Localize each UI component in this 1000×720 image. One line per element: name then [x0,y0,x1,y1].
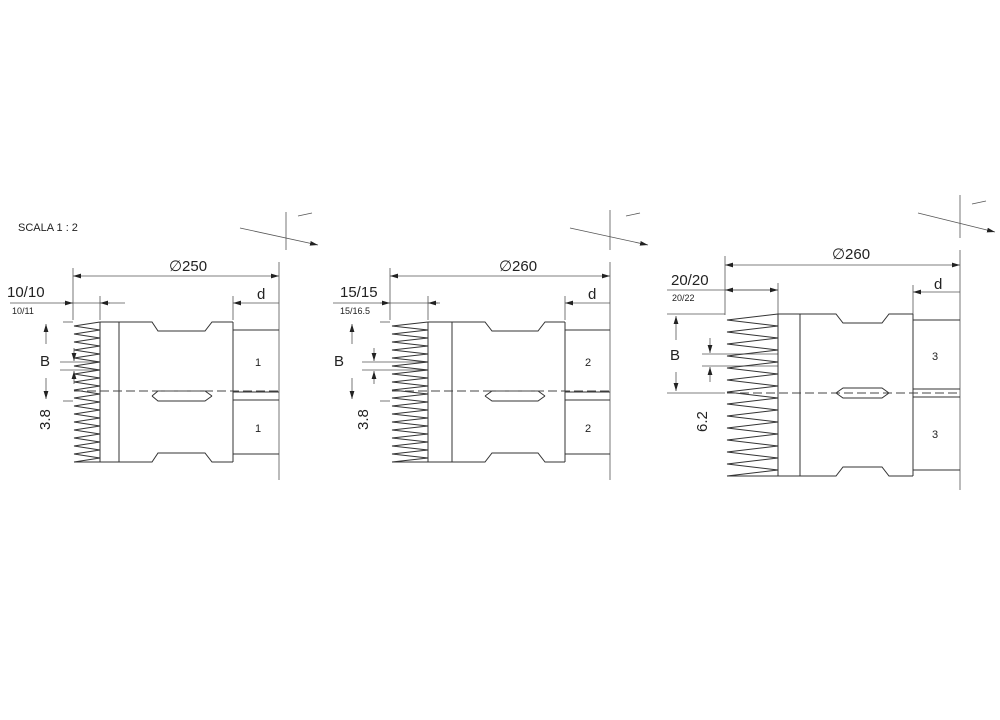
bore-dimension: d [564,286,610,320]
diameter-dimension: ∅260 [389,258,611,480]
height-dimension: B [40,321,73,402]
bore-label: d [934,276,942,293]
diameter-label: ∅250 [169,258,207,275]
width-sub-label: 20/22 [672,293,695,303]
height-label: B [40,353,50,370]
diameter-label: ∅260 [499,258,537,275]
section-label-lower: 1 [255,423,261,435]
tool-drawing-1: ∅250 10/10 10/11 d B [7,212,319,480]
bore-label: d [588,286,596,303]
cutter-profile: 2 2 [391,321,610,463]
pitch-label: 3.8 [355,409,372,430]
tool-drawing-2: ∅260 15/15 15/16.5 d B 3.8 [333,210,649,480]
width-dimension: 10/10 10/11 [7,284,125,320]
width-dimension: 20/20 20/22 [667,272,779,315]
cutter-profile: 3 3 [726,313,960,477]
height-label: B [334,353,344,370]
pitch-label: 3.8 [37,409,54,430]
width-label: 10/10 [7,284,45,301]
pitch-label: 6.2 [694,411,711,432]
section-label-lower: 2 [585,423,591,435]
height-dimension: B [667,313,725,394]
width-sub-label: 15/16.5 [340,306,370,316]
section-label-upper: 3 [932,351,938,363]
bore-label: d [257,286,265,303]
bore-dimension: d [912,276,960,315]
rotation-direction-icon [569,210,649,250]
pitch-dimension: 3.8 [355,348,428,430]
section-label-upper: 1 [255,357,261,369]
rotation-direction-icon [239,212,319,250]
tool-drawing-3: ∅260 20/20 20/22 d B 6.2 [667,195,996,490]
diameter-dimension: ∅250 [72,258,280,480]
diameter-label: ∅260 [832,246,870,263]
width-dimension: 15/15 15/16.5 [333,284,440,320]
cutter-profile: 1 1 [73,321,279,463]
height-label: B [670,347,680,364]
section-label-lower: 3 [932,429,938,441]
width-label: 20/20 [671,272,709,289]
scale-label: SCALA 1 : 2 [18,222,78,234]
width-label: 15/15 [340,284,378,301]
section-label-upper: 2 [585,357,591,369]
diameter-dimension: ∅260 [724,246,961,490]
pitch-dimension: 3.8 [37,348,100,430]
width-sub-label: 10/11 [12,306,34,316]
bore-dimension: d [232,286,279,320]
height-dimension: B [334,321,390,402]
rotation-direction-icon [917,195,996,238]
